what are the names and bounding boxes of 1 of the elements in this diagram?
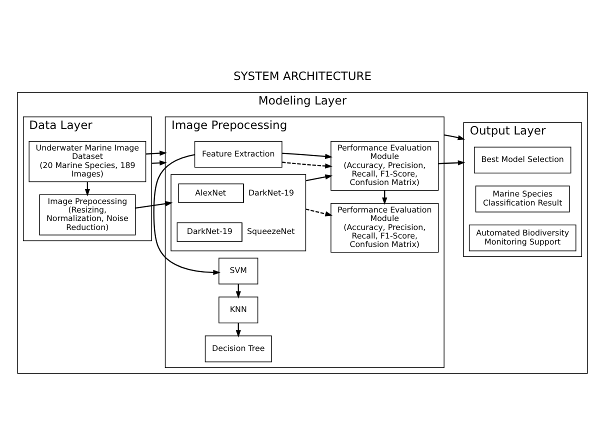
- diagram-title: SYSTEM ARCHITECTURE: [233, 68, 372, 83]
